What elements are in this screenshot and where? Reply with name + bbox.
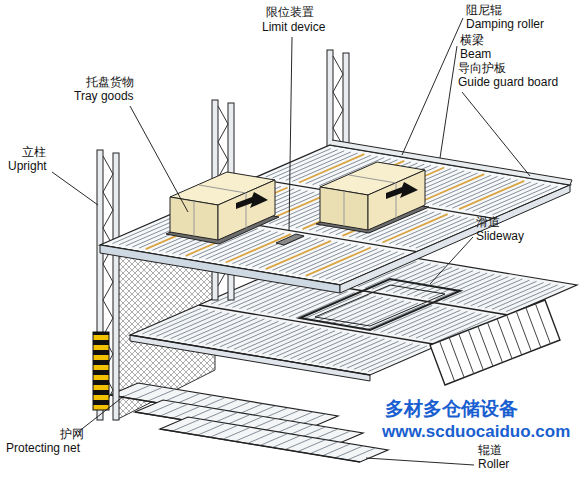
- part-label: 托盘货物: [86, 76, 134, 90]
- roller-lanes: [110, 383, 388, 462]
- part-label: 限位装置: [266, 6, 314, 20]
- roller: [186, 421, 213, 432]
- part-label: 导向护板: [458, 62, 506, 76]
- roller: [130, 335, 370, 375]
- roller: [323, 444, 350, 455]
- guard-slats: [440, 304, 551, 382]
- part-label: 护网: [60, 428, 84, 442]
- part-label: Damping roller: [466, 18, 544, 32]
- roller: [479, 184, 544, 212]
- roller: [223, 428, 250, 439]
- roller: [148, 389, 175, 400]
- roller: [173, 419, 200, 430]
- goods-seam: [344, 175, 396, 226]
- roller: [123, 385, 150, 396]
- roller: [199, 305, 439, 345]
- beam: [100, 245, 340, 293]
- lane-frame: [160, 417, 388, 462]
- part-label: Guide guard board: [458, 76, 558, 90]
- part-label: 阻尼辊: [466, 4, 502, 18]
- roller-lane: [160, 417, 388, 462]
- part-label: Tray goods: [74, 90, 134, 104]
- roller: [148, 402, 175, 413]
- roller: [311, 442, 338, 453]
- roller: [160, 429, 360, 462]
- part-label: 辊道: [478, 444, 502, 458]
- roller: [198, 423, 225, 434]
- part-label: Beam: [460, 48, 491, 62]
- part-label: Protecting net: [6, 442, 80, 456]
- flow-arrow: [386, 182, 418, 199]
- roller: [336, 446, 363, 457]
- roller: [261, 434, 288, 445]
- roller: [298, 440, 325, 451]
- upright-guard: [93, 332, 109, 410]
- guard-slat: [535, 304, 550, 344]
- watermark: 多材多仓储设备: [385, 398, 518, 420]
- roller: [173, 406, 200, 417]
- guard-board: [430, 300, 560, 385]
- part-label: 滑道: [476, 216, 500, 230]
- part-label: Slideway: [476, 230, 524, 244]
- roller: [236, 430, 263, 441]
- part-label: Upright: [8, 160, 47, 174]
- roller: [161, 404, 188, 415]
- part-label: 立柱: [22, 146, 46, 160]
- part-label: Limit device: [262, 21, 325, 35]
- roller: [136, 387, 163, 398]
- roller: [248, 432, 275, 443]
- watermark: www.scduocaiduo.com: [382, 422, 570, 442]
- goods-seam: [194, 185, 246, 236]
- part-label: 横梁: [460, 34, 484, 48]
- roller: [368, 346, 427, 372]
- part-label: Roller: [478, 458, 509, 472]
- limit-device: [276, 234, 304, 245]
- roller: [361, 345, 420, 371]
- roller: [211, 426, 238, 437]
- flow-arrow: [236, 192, 268, 209]
- roller: [273, 436, 300, 447]
- roller: [286, 438, 313, 449]
